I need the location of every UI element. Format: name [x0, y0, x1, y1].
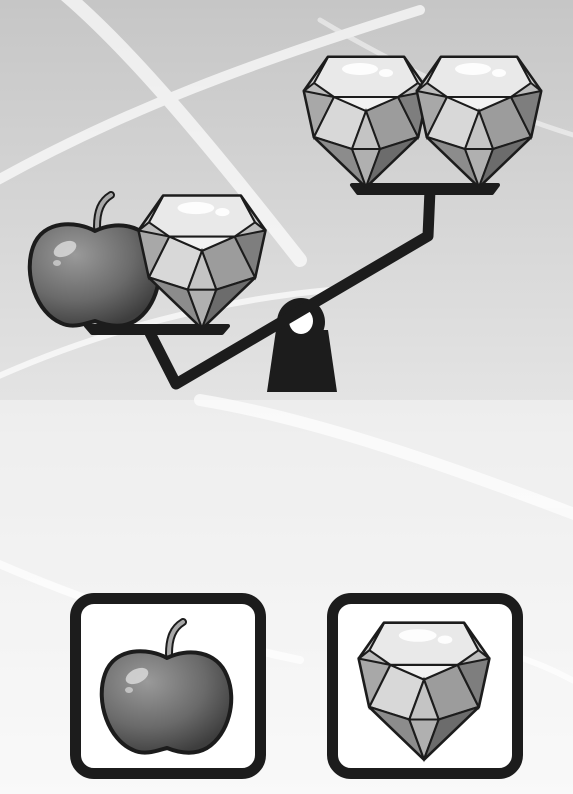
left-pan — [86, 326, 228, 333]
apple-icon — [81, 604, 255, 768]
gem-choice-button[interactable] — [327, 593, 523, 779]
apple-choice-button[interactable] — [70, 593, 266, 779]
gem-icon — [338, 604, 512, 768]
